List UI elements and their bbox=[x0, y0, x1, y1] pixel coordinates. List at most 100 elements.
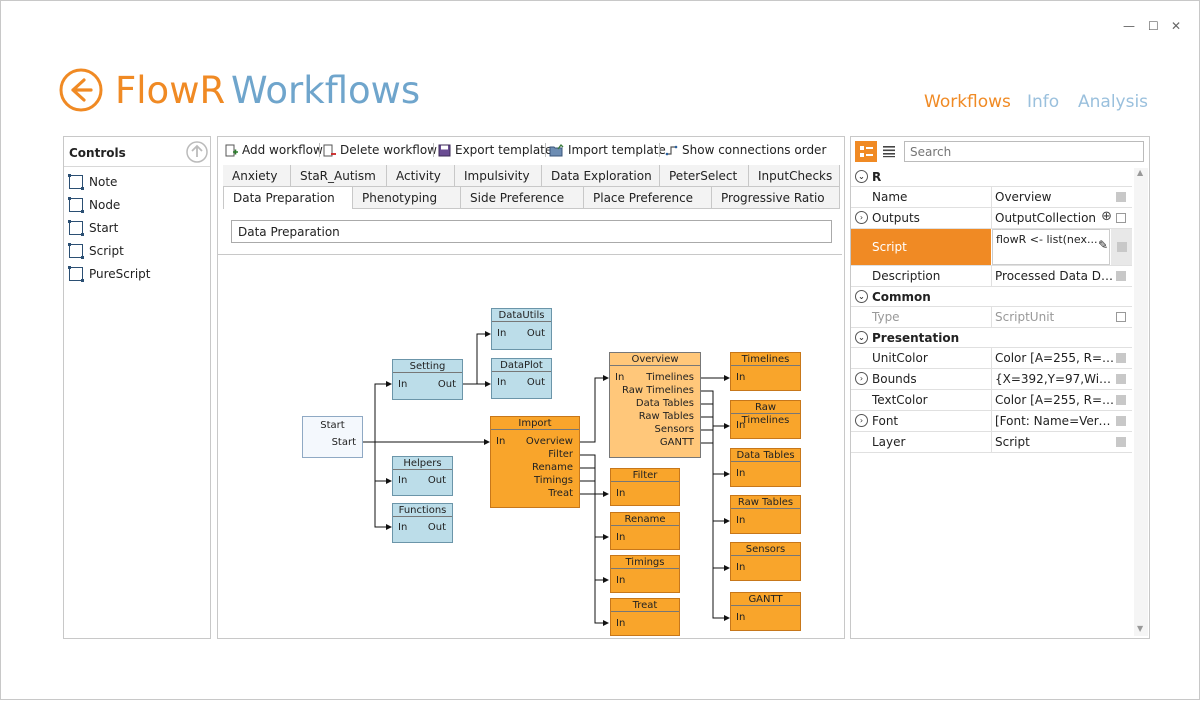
tab-progressive-ratio[interactable]: Progressive Ratio bbox=[712, 187, 840, 209]
script-value-editor[interactable]: flowR <- list(nex... bbox=[992, 229, 1110, 265]
show-connections-order-button[interactable]: Show connections order bbox=[665, 142, 826, 158]
prop-row-name[interactable]: Name Overview bbox=[851, 187, 1132, 208]
node-port: Rename bbox=[531, 462, 573, 473]
node-port: In bbox=[398, 379, 408, 390]
workflow-name-field[interactable]: Data Preparation bbox=[231, 220, 832, 243]
node-overview[interactable]: Overview In Timelines Raw Timelines Data… bbox=[609, 352, 701, 458]
add-output-icon[interactable]: ⊕ bbox=[1101, 209, 1112, 224]
node-timelines[interactable]: Timelines In bbox=[730, 352, 801, 391]
node-title: Timelines bbox=[731, 353, 800, 366]
category-r[interactable]: ⌄ R bbox=[851, 167, 1132, 187]
node-raw-tables[interactable]: Raw Tables In bbox=[730, 495, 801, 534]
node-datautils[interactable]: DataUtils In Out bbox=[491, 308, 552, 350]
prop-row-bounds[interactable]: › Bounds {X=392,Y=97,Widt... bbox=[851, 369, 1132, 390]
add-document-icon bbox=[225, 144, 238, 156]
toolbar-separator bbox=[433, 143, 434, 157]
node-data-tables[interactable]: Data Tables In bbox=[730, 448, 801, 487]
node-helpers[interactable]: Helpers In Out bbox=[392, 456, 453, 496]
node-port: In bbox=[616, 618, 626, 629]
prop-row-description[interactable]: Description Processed Data De... bbox=[851, 266, 1132, 287]
nav-workflows[interactable]: Workflows bbox=[924, 92, 1011, 112]
control-node[interactable]: Node bbox=[68, 196, 120, 214]
tab-star-autism[interactable]: StaR_Autism bbox=[291, 165, 387, 187]
properties-scrollbar[interactable]: ▲ ▼ bbox=[1134, 168, 1148, 636]
tab-data-preparation[interactable]: Data Preparation bbox=[223, 187, 353, 209]
scroll-up-icon[interactable]: ▲ bbox=[1137, 168, 1144, 177]
control-script[interactable]: Script bbox=[68, 242, 124, 260]
node-sensors[interactable]: Sensors In bbox=[730, 542, 801, 581]
prop-row-layer[interactable]: Layer Script bbox=[851, 432, 1132, 453]
prop-key: Bounds bbox=[872, 372, 917, 386]
control-label: Start bbox=[89, 221, 119, 235]
save-icon bbox=[438, 144, 451, 156]
delete-workflow-button[interactable]: Delete workflow bbox=[323, 142, 437, 158]
prop-row-type[interactable]: Type ScriptUnit bbox=[851, 307, 1132, 328]
show-connections-order-label: Show connections order bbox=[682, 143, 827, 157]
prop-row-unitcolor[interactable]: UnitColor Color [A=255, R=2... bbox=[851, 348, 1132, 369]
tab-impulsivity[interactable]: Impulsivity bbox=[455, 165, 542, 187]
tab-peterselect[interactable]: PeterSelect bbox=[660, 165, 749, 187]
prop-row-textcolor[interactable]: TextColor Color [A=255, R=0,... bbox=[851, 390, 1132, 411]
add-workflow-button[interactable]: Add workflow bbox=[225, 142, 323, 158]
category-common[interactable]: ⌄ Common bbox=[851, 287, 1132, 307]
minimize-button[interactable]: — bbox=[1123, 19, 1135, 33]
tab-activity[interactable]: Activity bbox=[387, 165, 455, 187]
nav-analysis[interactable]: Analysis bbox=[1078, 92, 1149, 112]
tab-anxiety[interactable]: Anxiety bbox=[223, 165, 291, 187]
tab-place-preference[interactable]: Place Preference bbox=[584, 187, 712, 209]
import-template-button[interactable]: Import template bbox=[549, 142, 666, 158]
category-presentation[interactable]: ⌄ Presentation bbox=[851, 328, 1132, 348]
node-port: Out bbox=[526, 328, 545, 339]
export-template-button[interactable]: Export template bbox=[438, 142, 552, 158]
expand-icon[interactable]: › bbox=[855, 211, 868, 224]
collapse-icon[interactable]: ⌄ bbox=[855, 290, 868, 303]
back-arrow-icon[interactable] bbox=[59, 68, 103, 112]
node-raw-timelines[interactable]: Raw Timelines In bbox=[730, 400, 801, 439]
expand-icon[interactable]: › bbox=[855, 414, 868, 427]
control-label: PureScript bbox=[89, 267, 151, 281]
node-port: Treat bbox=[548, 488, 573, 499]
prop-row-script[interactable]: Script flowR <- list(nex... ✎ bbox=[851, 229, 1132, 266]
nav-info[interactable]: Info bbox=[1027, 92, 1060, 112]
collapse-icon[interactable]: ⌄ bbox=[855, 331, 868, 344]
control-label: Script bbox=[89, 244, 124, 258]
scroll-down-icon[interactable]: ▼ bbox=[1137, 624, 1144, 633]
collapse-up-icon[interactable] bbox=[186, 141, 208, 163]
control-start[interactable]: Start bbox=[68, 219, 119, 237]
node-timings[interactable]: Timings In bbox=[610, 555, 680, 593]
categorized-view-button[interactable] bbox=[855, 141, 877, 162]
tab-phenotyping[interactable]: Phenotyping bbox=[353, 187, 461, 209]
node-start[interactable]: Start Start bbox=[302, 416, 363, 458]
node-port: Data Tables bbox=[635, 398, 694, 409]
tab-inputchecks[interactable]: InputChecks bbox=[749, 165, 840, 187]
node-port: Start bbox=[331, 437, 356, 448]
import-template-label: Import template bbox=[568, 143, 666, 157]
edit-pencil-icon[interactable]: ✎ bbox=[1098, 238, 1109, 252]
node-rename[interactable]: Rename In bbox=[610, 512, 680, 550]
control-purescript[interactable]: PureScript bbox=[68, 265, 151, 283]
node-port: Filter bbox=[548, 449, 573, 460]
collapse-icon[interactable]: ⌄ bbox=[855, 170, 868, 183]
control-note[interactable]: Note bbox=[68, 173, 117, 191]
tab-data-exploration[interactable]: Data Exploration bbox=[542, 165, 660, 187]
prop-row-outputs[interactable]: › Outputs OutputCollection ⊕ bbox=[851, 208, 1132, 229]
prop-row-font[interactable]: › Font [Font: Name=Verd... bbox=[851, 411, 1132, 432]
prop-value: ScriptUnit bbox=[995, 310, 1055, 324]
app-title-first: FlowR bbox=[115, 69, 226, 112]
node-treat[interactable]: Treat In bbox=[610, 598, 680, 636]
close-button[interactable]: ✕ bbox=[1171, 19, 1182, 33]
node-import[interactable]: Import In Overview Filter Rename Timings… bbox=[490, 416, 580, 508]
property-search-input[interactable] bbox=[904, 141, 1144, 162]
node-filter[interactable]: Filter In bbox=[610, 468, 680, 506]
tab-side-preference[interactable]: Side Preference bbox=[461, 187, 584, 209]
prop-marker bbox=[1116, 271, 1126, 281]
node-dataplot[interactable]: DataPlot In Out bbox=[491, 358, 552, 399]
node-gantt[interactable]: GANTT In bbox=[730, 592, 801, 631]
node-functions[interactable]: Functions In Out bbox=[392, 503, 453, 543]
node-port: Raw Tables bbox=[638, 411, 694, 422]
node-setting[interactable]: Setting In Out bbox=[392, 359, 463, 400]
alphabetical-view-icon[interactable] bbox=[881, 143, 897, 159]
maximize-button[interactable]: ☐ bbox=[1148, 19, 1159, 33]
expand-icon[interactable]: › bbox=[855, 372, 868, 385]
node-title: Raw Tables bbox=[731, 496, 800, 509]
